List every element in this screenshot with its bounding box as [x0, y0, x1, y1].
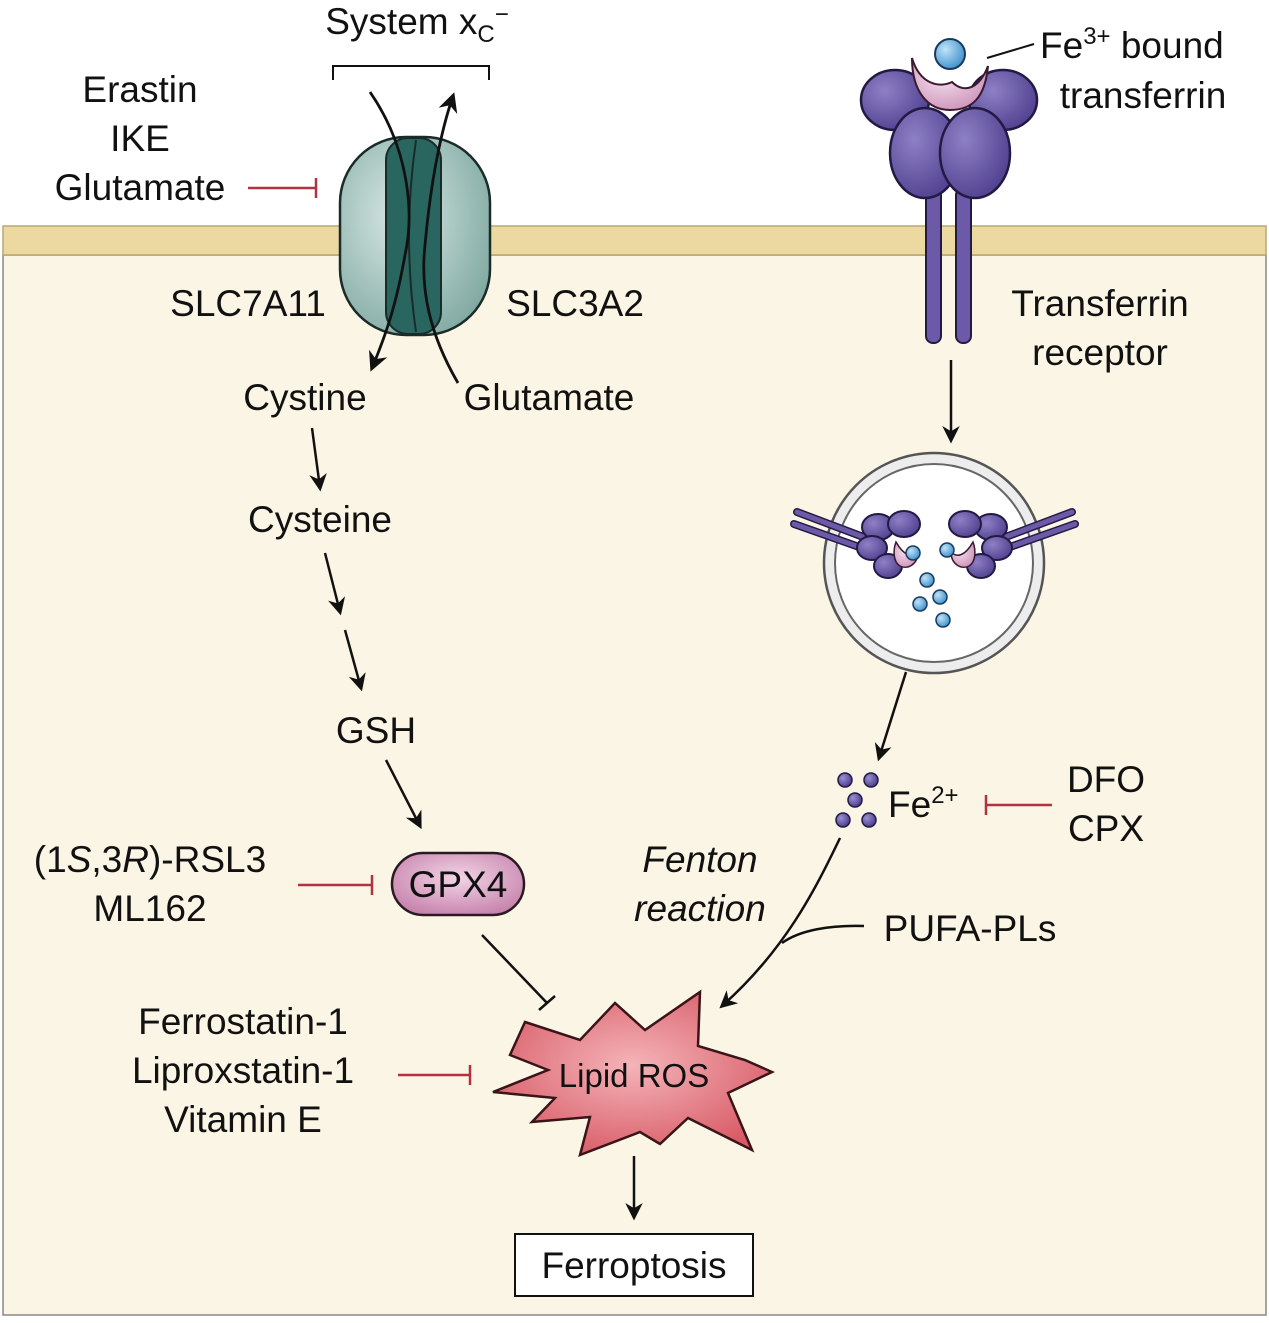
- endosome-receptor-left: [790, 508, 921, 579]
- gsh-label: GSH: [336, 710, 416, 751]
- gpx4-node: GPX4: [390, 851, 526, 917]
- endosome-fe-ion: [939, 542, 955, 558]
- fe3-ion: [934, 38, 966, 70]
- gpx4-inhibition-line: [298, 875, 374, 895]
- cystine-to-cysteine-arrow: [309, 427, 327, 492]
- fenton-arrow: [719, 837, 842, 1009]
- receptor-label-line2: receptor: [1032, 332, 1168, 373]
- ros-inhibition-line: [398, 1065, 472, 1085]
- lipid-ros-node: Lipid ROS: [492, 989, 775, 1158]
- gpx4-inhibits-ros-line: [481, 934, 556, 1011]
- ferroptosis-label: Ferroptosis: [541, 1245, 726, 1286]
- cysteine-to-gsh-arrow-1: [323, 552, 346, 616]
- transferrin-receptor: [859, 68, 1039, 344]
- fe2-label: Fe2+: [888, 782, 959, 825]
- plasma-membrane: [2, 225, 1267, 256]
- xc-inhibition-line: [248, 178, 318, 198]
- slc7a11-label: SLC7A11: [170, 283, 326, 324]
- ferroptosis-box: Ferroptosis: [514, 1233, 754, 1297]
- fe3-label: Fe3+ bound: [1040, 23, 1224, 66]
- glutamate-export-arrow: [422, 92, 460, 384]
- cytoplasm: [2, 254, 1267, 1316]
- fenton-label-line1: Fenton: [642, 839, 757, 880]
- cystine-import-arrow: [368, 91, 411, 372]
- ml162-label: ML162: [93, 888, 206, 929]
- gpx4-label: GPX4: [409, 864, 508, 905]
- cystine-label: Cystine: [243, 377, 366, 418]
- endosome-fe-ion: [919, 572, 935, 588]
- cysteine-label: Cysteine: [248, 499, 392, 540]
- ferrostatin-label: Ferrostatin-1: [138, 1001, 348, 1042]
- endosome: [790, 451, 1079, 675]
- ike-label: IKE: [110, 118, 170, 159]
- vitamin-e-label: Vitamin E: [164, 1099, 322, 1140]
- system-xc-transporter: [338, 91, 492, 384]
- endosome-fe-ion: [932, 589, 948, 605]
- gsh-to-gpx4-arrow: [384, 759, 422, 830]
- erastin-label: Erastin: [82, 69, 197, 110]
- endosome-to-fe2-arrow: [874, 671, 908, 762]
- pufa-merge-line: [781, 924, 865, 945]
- receptor-label-line1: Transferrin: [1011, 283, 1189, 324]
- transferrin: [911, 38, 989, 112]
- lipid-ros-label: Lipid ROS: [559, 1057, 709, 1094]
- fe2-inhibition-line: [984, 795, 1052, 815]
- fe3-leader-line: [986, 43, 1035, 59]
- liproxstatin-label: Liproxstatin-1: [132, 1050, 354, 1091]
- endosome-fe-ion: [935, 612, 951, 628]
- endosome-fe-ion: [912, 596, 928, 612]
- extracellular-space: [0, 0, 1269, 226]
- dfo-label: DFO: [1067, 759, 1145, 800]
- endosome-receptor-right: [948, 508, 1079, 579]
- fenton-label-line2: reaction: [634, 888, 766, 929]
- cpx-label: CPX: [1068, 808, 1144, 849]
- glutamate-inhibitor-label: Glutamate: [55, 167, 226, 208]
- slc3a2-label: SLC3A2: [506, 283, 644, 324]
- glutamate-out-label: Glutamate: [464, 377, 635, 418]
- system-xc-label: System xC−: [325, 1, 509, 48]
- cysteine-to-gsh-arrow-2: [343, 629, 366, 692]
- transferrin-label: transferrin: [1060, 75, 1227, 116]
- system-xc-bracket: [332, 65, 490, 80]
- rsl3-label: (1S,3R)-RSL3: [34, 839, 266, 880]
- pufa-label: PUFA-PLs: [884, 908, 1057, 949]
- endosome-fe-ion: [905, 545, 921, 561]
- fe2-ions: [835, 772, 879, 828]
